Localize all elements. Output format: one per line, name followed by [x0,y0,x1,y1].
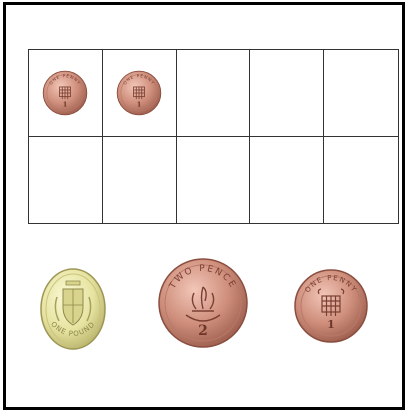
ten-frame-cell: ONE PENNY 1 [103,50,177,137]
ten-frame-cell [177,50,251,137]
one-penny-numeral: 1 [137,100,142,108]
worksheet-frame: ONE PENNY 1 ONE PENNY [3,2,405,410]
ten-frame-cell [324,137,398,224]
ten-frame-cell [250,137,324,224]
ten-frame-cell [324,50,398,137]
one-pound-coin[interactable]: ONE POUND [39,267,107,351]
ten-frame-grid: ONE PENNY 1 ONE PENNY [28,49,399,224]
ten-frame-cell [250,50,324,137]
ten-frame-cell [177,137,251,224]
one-penny-numeral: 1 [327,318,335,331]
one-penny-coin[interactable]: ONE PENNY 1 [116,70,162,116]
two-pence-coin[interactable]: TWO PENCE 2 [156,257,250,349]
ten-frame-cell [29,137,103,224]
one-penny-numeral: 1 [63,100,68,108]
ten-frame-cell: ONE PENNY 1 [29,50,103,137]
one-penny-coin[interactable]: ONE PENNY 1 [293,268,369,344]
two-pence-numeral: 2 [198,323,208,339]
ten-frame-cell [103,137,177,224]
one-penny-coin[interactable]: ONE PENNY 1 [42,70,88,116]
